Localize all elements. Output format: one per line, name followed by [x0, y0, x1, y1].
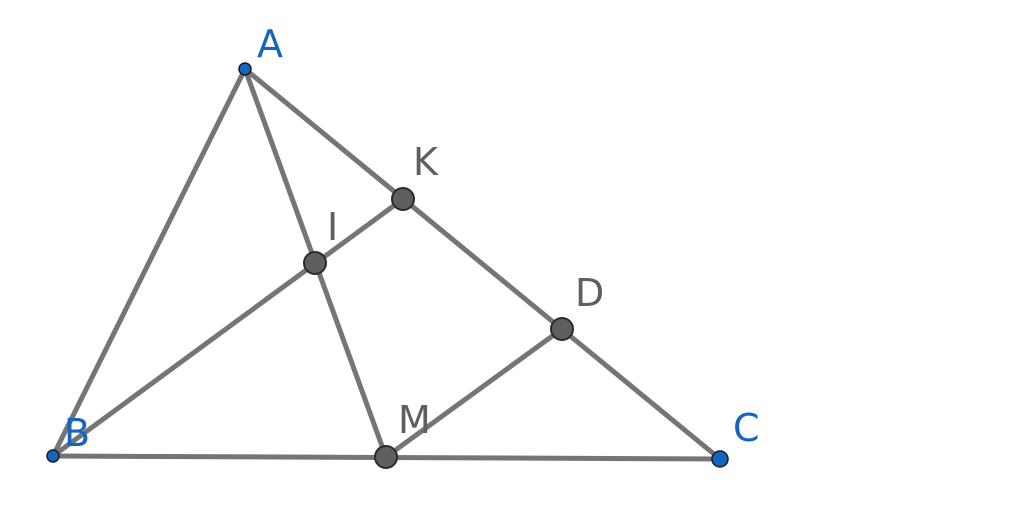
point-k[interactable] [391, 187, 415, 211]
label-d: D [575, 271, 604, 315]
point-i[interactable] [303, 251, 327, 275]
segment-bk [50, 196, 406, 459]
point-b[interactable] [46, 449, 60, 463]
point-d[interactable] [550, 317, 574, 341]
label-a: A [257, 22, 283, 66]
label-k: K [413, 140, 439, 184]
label-i: I [327, 205, 338, 249]
label-c: C [733, 406, 760, 450]
segment-md [383, 326, 565, 460]
segment-ac [242, 66, 723, 462]
label-b: B [64, 411, 90, 455]
segment-ab [50, 66, 248, 459]
point-c[interactable] [711, 450, 729, 468]
point-m[interactable] [374, 445, 398, 469]
label-m: M [398, 398, 431, 442]
point-a[interactable] [238, 62, 252, 76]
